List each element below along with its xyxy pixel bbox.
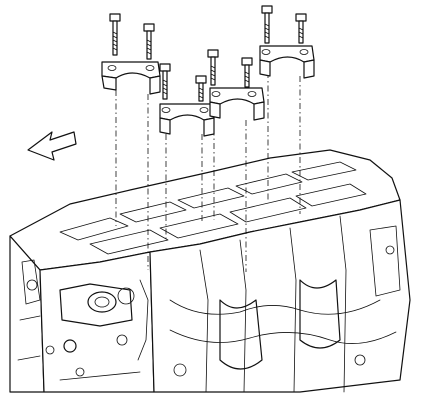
bolt-8 bbox=[295, 13, 307, 44]
bolt-icon bbox=[109, 5, 307, 102]
bolt-6 bbox=[241, 57, 253, 88]
bolt-2 bbox=[143, 23, 155, 60]
bolt-1 bbox=[109, 13, 121, 56]
bolt-4 bbox=[195, 75, 207, 102]
cylinder-bores bbox=[59, 161, 367, 255]
block-side-details bbox=[169, 215, 401, 393]
bearing-cap-1 bbox=[101, 61, 161, 95]
bolt-7 bbox=[261, 5, 273, 44]
bolt-3 bbox=[159, 63, 171, 100]
bearing-cap-3 bbox=[209, 87, 265, 121]
engine-block-icon bbox=[9, 149, 411, 393]
block-front-details bbox=[17, 259, 149, 381]
bearing-cap-icon bbox=[101, 45, 315, 137]
bearing-cap-4 bbox=[259, 45, 315, 79]
bearing-cap-2 bbox=[159, 103, 215, 137]
direction-arrow-icon bbox=[27, 131, 77, 161]
bolt-5 bbox=[207, 49, 219, 86]
